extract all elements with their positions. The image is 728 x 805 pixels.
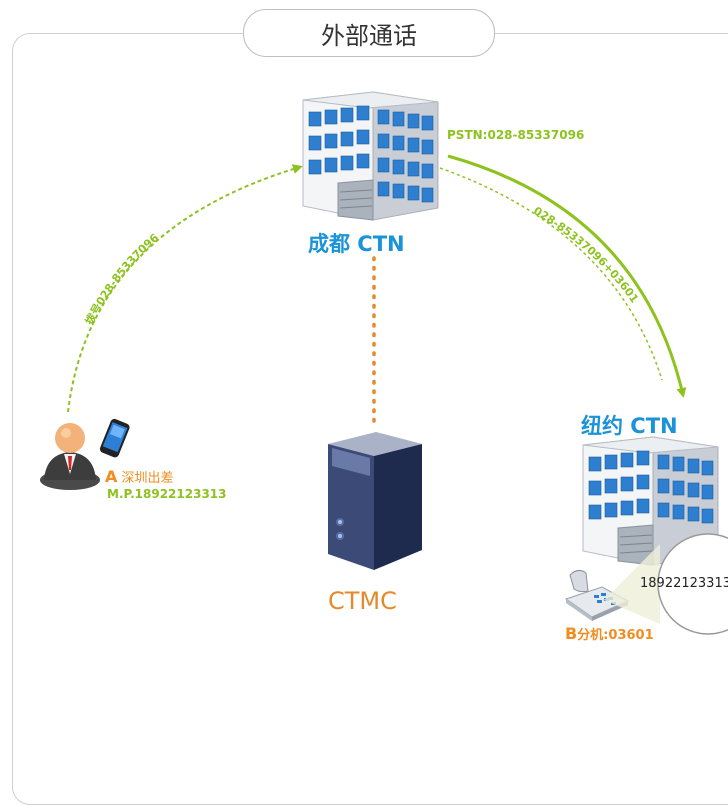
- smartphone-icon: [99, 418, 130, 458]
- person-a-mp: M.P.18922123313: [107, 487, 227, 501]
- dial-arrow: [67, 164, 303, 413]
- pstn-line: [447, 154, 687, 398]
- chengdu-building-icon: [302, 91, 439, 221]
- connection-lines: 拨号028-85337096 028-85337096+03601: [67, 154, 687, 427]
- phone-b-letter: B: [565, 624, 578, 643]
- phone-b-ext: 03601: [608, 628, 654, 643]
- diagram-title: 外部通话: [243, 9, 495, 57]
- magnifier-icon: [604, 533, 728, 635]
- person-a-desc: 深圳出差: [121, 471, 174, 486]
- person-a-icon: [40, 418, 130, 490]
- person-a-letter: A: [105, 467, 118, 486]
- magnifier-number: 18922123313: [640, 576, 728, 591]
- newyork-ctn-label: 纽约 CTN: [581, 414, 678, 438]
- phone-b-ext-label: 分机:: [577, 628, 609, 643]
- pstn-dashed: [439, 167, 663, 381]
- dial-edge-label: 拨号028-85337096: [82, 231, 161, 327]
- chengdu-pstn-label: PSTN:028-85337096: [447, 128, 585, 142]
- forward-edge-label: 028-85337096+03601: [531, 204, 641, 305]
- phone-b-label: B分机:03601: [565, 624, 654, 643]
- newyork-building-icon: [582, 436, 719, 566]
- ctmc-server-icon: [328, 432, 422, 570]
- ctmc-label: CTMC: [328, 587, 397, 615]
- person-a-label: A 深圳出差: [105, 467, 174, 486]
- chengdu-ctn-label: 成都 CTN: [308, 232, 405, 256]
